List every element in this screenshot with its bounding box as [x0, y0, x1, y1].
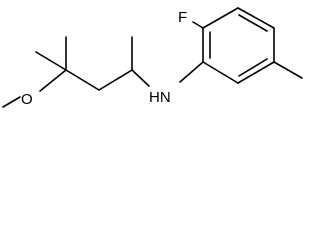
ring-bond	[202, 7, 239, 29]
molecule-structure: F O HN	[2, 7, 303, 108]
fluorine-label: F	[178, 9, 187, 26]
ring-double-bond	[238, 14, 268, 32]
fluoro-bond	[192, 21, 204, 29]
quaternary-methyl-bond	[35, 51, 67, 71]
methyl-bond	[273, 61, 303, 79]
ring-double-bond	[238, 58, 268, 77]
ring-bond	[202, 61, 239, 84]
nitrogen-to-ch-bond	[131, 69, 150, 87]
oxygen-label: O	[21, 91, 33, 108]
ch-to-ch2-bond	[98, 69, 133, 91]
ring-bond	[237, 61, 275, 84]
ch2-to-quaternary-bond	[65, 69, 100, 91]
oxygen-to-methyl-bond	[2, 96, 21, 108]
ring-to-nitrogen-bond	[179, 61, 204, 83]
quaternary-to-oxygen-bond	[39, 69, 67, 92]
ring-bond	[237, 7, 275, 29]
amine-nh-label: HN	[149, 89, 171, 106]
